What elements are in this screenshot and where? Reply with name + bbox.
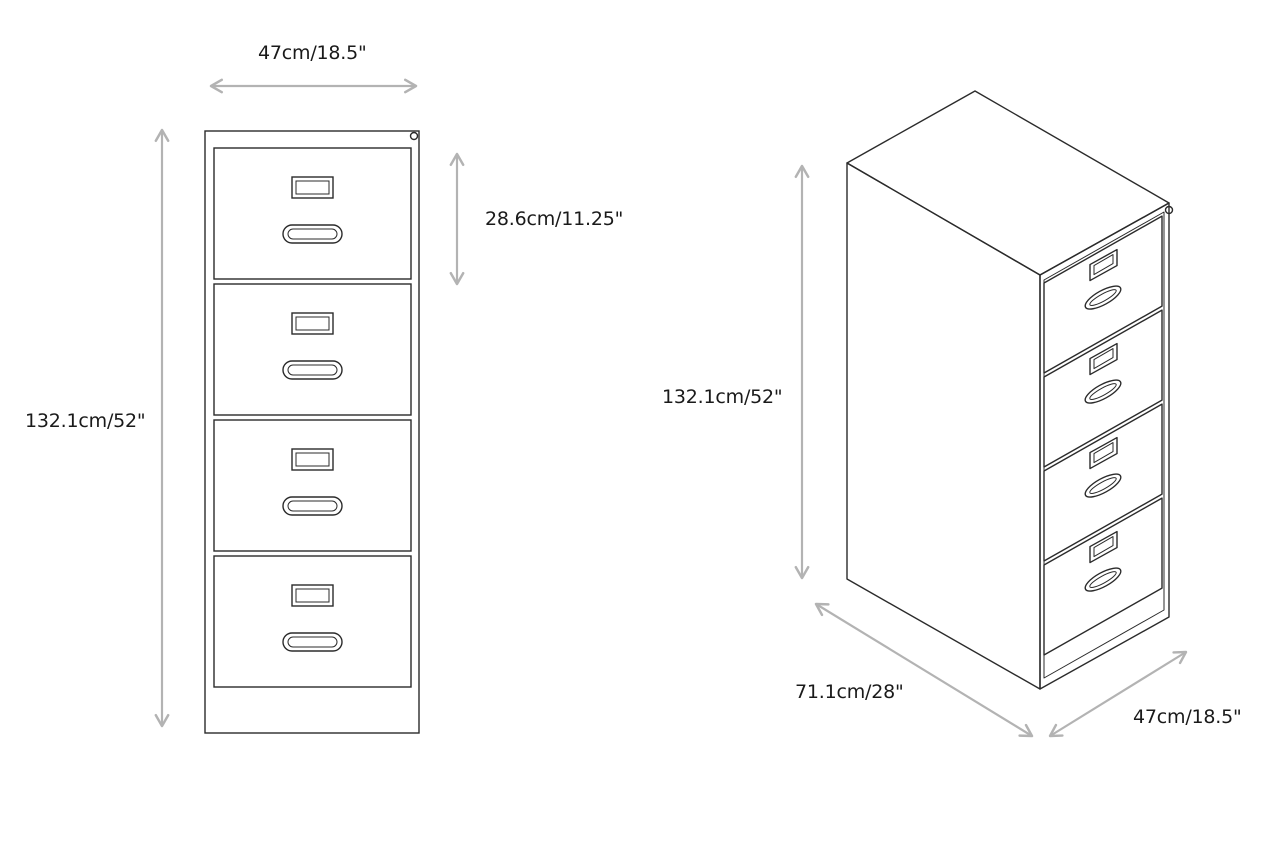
front-drawer	[213, 147, 412, 280]
iso-height-label: 132.1cm/52"	[662, 386, 783, 408]
iso-front-face	[1039, 202, 1170, 690]
drawer-handle-inner	[287, 228, 338, 240]
front-lock-icon	[409, 131, 419, 141]
iso-side-face	[846, 162, 1041, 690]
iso-width-arrow	[1048, 650, 1188, 738]
iso-drawer	[1043, 497, 1163, 656]
iso-drawer-handle-icon	[1084, 285, 1122, 310]
front-cabinet-body	[204, 130, 420, 734]
iso-top-face	[846, 90, 1170, 276]
iso-drawer	[1043, 309, 1163, 468]
iso-drawer-handle-icon	[1084, 567, 1122, 592]
drawer-face	[213, 283, 412, 416]
label-holder-icon	[291, 584, 334, 607]
iso-drawer	[1043, 215, 1163, 374]
label-card	[295, 316, 330, 331]
iso-drawer-handle-inner	[1089, 289, 1117, 306]
iso-label-holder-icon	[1089, 248, 1118, 282]
front-drawers	[213, 147, 412, 688]
iso-label-holder-icon	[1089, 530, 1118, 564]
iso-label-holder-icon	[1089, 342, 1118, 376]
iso-label-card	[1093, 254, 1114, 276]
drawer-handle-icon	[282, 224, 343, 244]
iso-view	[846, 90, 1174, 690]
drawer-height-label: 28.6cm/11.25"	[485, 208, 624, 230]
iso-depth-arrow	[814, 602, 1034, 738]
iso-drawer-face	[1043, 403, 1163, 562]
iso-drawers	[1043, 215, 1163, 656]
iso-depth-label: 71.1cm/28"	[795, 681, 904, 703]
iso-drawer	[1043, 403, 1163, 562]
front-view	[204, 130, 420, 734]
iso-drawer-handle-inner	[1089, 383, 1117, 400]
label-holder-icon	[291, 176, 334, 199]
iso-drawer-handle-inner	[1089, 477, 1117, 494]
label-card	[295, 180, 330, 195]
iso-label-holder-icon	[1089, 436, 1118, 470]
drawer-handle-inner	[287, 364, 338, 376]
iso-label-card	[1093, 442, 1114, 464]
iso-width-label: 47cm/18.5"	[1133, 706, 1242, 728]
front-width-label: 47cm/18.5"	[258, 42, 367, 64]
label-holder-icon	[291, 312, 334, 335]
iso-drawer-handle-icon	[1084, 379, 1122, 404]
drawer-handle-inner	[287, 636, 338, 648]
label-card	[295, 452, 330, 467]
drawer-handle-icon	[282, 632, 343, 652]
label-holder-icon	[291, 448, 334, 471]
iso-label-card	[1093, 348, 1114, 370]
front-drawer	[213, 555, 412, 688]
iso-drawer-handle-icon	[1084, 473, 1122, 498]
drawer-handle-icon	[282, 496, 343, 516]
iso-drawer-face	[1043, 309, 1163, 468]
drawer-face	[213, 147, 412, 280]
drawer-face	[213, 419, 412, 552]
front-drawer	[213, 283, 412, 416]
front-drawer	[213, 419, 412, 552]
iso-label-card	[1093, 536, 1114, 558]
label-card	[295, 588, 330, 603]
drawer-handle-icon	[282, 360, 343, 380]
iso-drawer-face	[1043, 215, 1163, 374]
drawer-handle-inner	[287, 500, 338, 512]
drawer-face	[213, 555, 412, 688]
front-height-label: 132.1cm/52"	[25, 410, 146, 432]
iso-drawer-face	[1043, 497, 1163, 656]
iso-drawer-handle-inner	[1089, 571, 1117, 588]
iso-lock-icon	[1164, 205, 1174, 215]
